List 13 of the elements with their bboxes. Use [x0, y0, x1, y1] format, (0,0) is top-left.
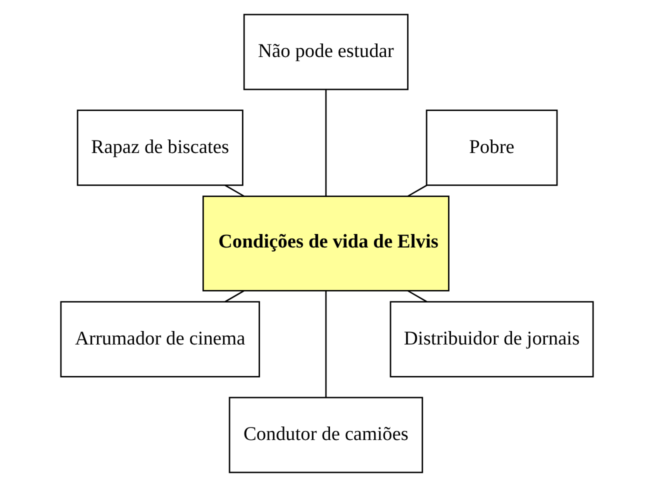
node-box: Não pode estudar: [243, 13, 408, 90]
connector: [408, 290, 428, 302]
connector: [408, 184, 428, 196]
connector: [325, 89, 327, 196]
node-box: Condições de vida de Elvis: [202, 195, 450, 291]
connector: [224, 184, 244, 196]
node-box: Arrumador de cinema: [60, 300, 260, 377]
connector: [224, 290, 244, 302]
node-box: Pobre: [426, 109, 558, 186]
node-box: Condutor de camiões: [228, 396, 424, 473]
connector: [325, 290, 327, 397]
node-box: Rapaz de biscates: [76, 109, 244, 186]
node-box: Distribuidor de jornais: [390, 300, 594, 377]
